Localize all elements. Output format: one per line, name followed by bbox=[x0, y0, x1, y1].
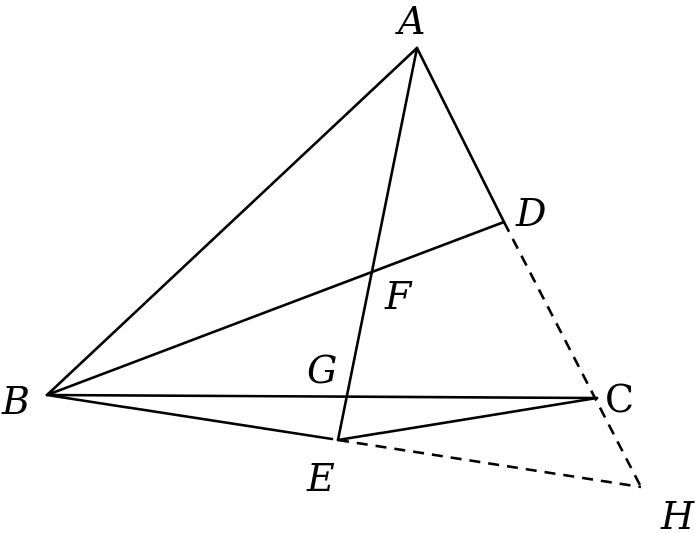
label-c: C bbox=[605, 377, 634, 421]
segment-ec bbox=[336, 396, 599, 442]
segment-eh-dashed bbox=[337, 438, 642, 489]
segment-ab bbox=[45, 46, 419, 397]
label-b: B bbox=[1, 379, 30, 423]
label-a: A bbox=[395, 0, 425, 43]
segment-dh-dashed bbox=[502, 221, 643, 488]
segment-bd bbox=[45, 220, 506, 397]
label-g: G bbox=[307, 348, 337, 392]
segment-ae bbox=[336, 46, 419, 442]
segment-be bbox=[45, 393, 334, 441]
label-h: H bbox=[660, 494, 695, 533]
label-f: F bbox=[384, 274, 413, 318]
label-d: D bbox=[515, 191, 546, 235]
segment-ad bbox=[415, 46, 506, 224]
segment-bc bbox=[45, 393, 599, 400]
label-e: E bbox=[306, 456, 335, 500]
